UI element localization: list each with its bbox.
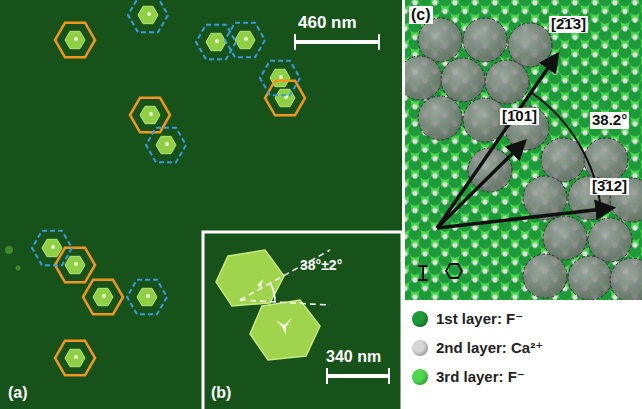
island-center [215, 39, 219, 43]
orange-hexagon [265, 81, 305, 116]
island [137, 288, 157, 305]
surface-sphere [418, 18, 462, 62]
island [65, 256, 85, 273]
island-center [147, 12, 151, 16]
legend-swatch [412, 340, 428, 356]
blue-hexagon [196, 25, 236, 60]
legend-text: 1st layer: F⁻ [436, 310, 523, 328]
orange-hexagon [83, 280, 123, 315]
island [140, 106, 160, 123]
island [156, 136, 176, 153]
island [42, 239, 62, 256]
island [65, 31, 85, 48]
legend-text: 2nd layer: Ca²⁺ [436, 339, 543, 357]
surface-sphere [508, 23, 552, 67]
surface-sphere [568, 256, 612, 300]
surface-sphere [405, 56, 442, 100]
island [138, 6, 158, 23]
blue-hexagon [146, 128, 186, 163]
surface-sphere [463, 18, 507, 62]
angle-label: 38.2° [590, 112, 629, 129]
island-center [165, 142, 169, 146]
island-center [74, 355, 78, 359]
blue-hexagon [260, 61, 300, 96]
scale-bar-label: 340 nm [326, 348, 381, 366]
surface-sphere [418, 96, 462, 140]
direction-label: [1̄01] [500, 108, 539, 125]
angle-label: 38°±2° [300, 258, 342, 273]
surface-sphere [523, 254, 567, 298]
legend-swatch [412, 311, 428, 327]
panel-label: (a) [8, 384, 28, 402]
blue-hexagon [127, 280, 167, 315]
island [235, 31, 255, 48]
surface-sphere [610, 258, 642, 300]
island-center [279, 75, 283, 79]
surface-sphere [588, 218, 632, 262]
legend-text: 3rd layer: F⁻ [436, 368, 525, 386]
blue-hexagon [225, 23, 265, 58]
orange-hexagon [130, 98, 170, 133]
panel-label: (b) [211, 384, 231, 402]
scale-bar-label: 460 nm [298, 14, 357, 33]
island-center [102, 294, 106, 298]
legend-swatch [412, 369, 428, 385]
surface-sphere [485, 60, 529, 104]
island-center [74, 37, 78, 41]
island-center [149, 112, 153, 116]
legend-entry: 1st layer: F⁻ [412, 310, 523, 328]
orange-hexagon [55, 341, 95, 376]
panel-label: (c) [409, 6, 433, 24]
surface-sphere [543, 216, 587, 260]
island-center [146, 294, 150, 298]
island [65, 349, 85, 366]
island-center [244, 37, 248, 41]
surface-sphere [441, 58, 485, 102]
legend-entry: 3rd layer: F⁻ [412, 368, 525, 386]
island-center [51, 245, 55, 249]
island-center [74, 262, 78, 266]
blue-hexagon [128, 0, 168, 32]
island [93, 288, 113, 305]
surface-sphere [584, 138, 628, 182]
orange-hexagon [55, 23, 95, 58]
direction-label: [2̄1̄3] [549, 16, 588, 33]
blue-hexagon [32, 231, 72, 266]
island [206, 33, 226, 50]
direction-label: [3̄12] [590, 178, 629, 195]
legend-entry: 2nd layer: Ca²⁺ [412, 339, 543, 357]
